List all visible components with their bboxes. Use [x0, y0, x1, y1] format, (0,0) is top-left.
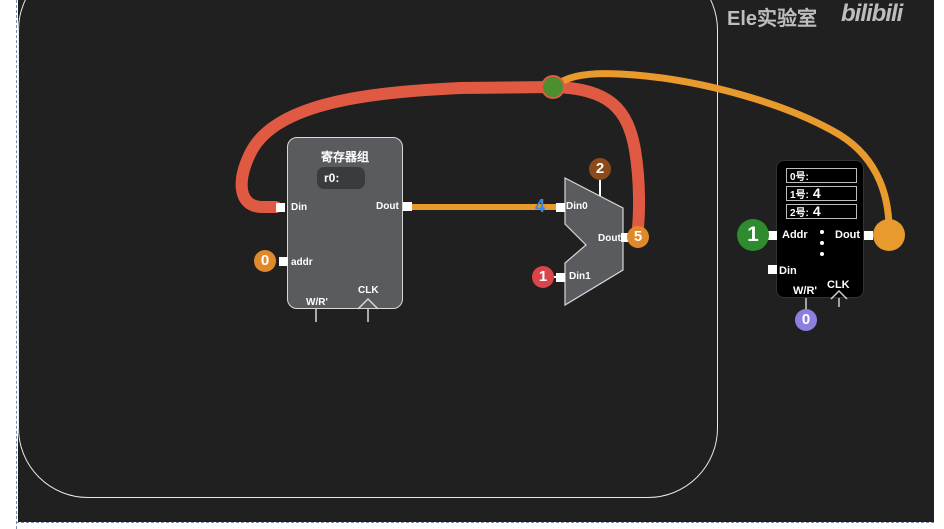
- channel-watermark: Ele实验室: [727, 8, 818, 30]
- memory-row-0: 0号:: [786, 168, 857, 183]
- mem-addr-pin[interactable]: [768, 231, 777, 240]
- reg-dout-label: Dout: [376, 201, 399, 212]
- reg-wr-label: W/R': [306, 297, 328, 308]
- memory-row-value: 4: [812, 203, 821, 219]
- mux-din1-value[interactable]: 1: [532, 266, 554, 288]
- mem-wr-label: W/R': [793, 285, 817, 297]
- mem-out-terminal[interactable]: [873, 219, 905, 251]
- wire-memory-out: [549, 70, 893, 239]
- mem-din-label: Din: [779, 265, 797, 277]
- reg-din-pin[interactable]: [276, 203, 285, 212]
- mem-addr-label: Addr: [782, 229, 808, 241]
- memory-row-label: 2号:: [790, 208, 809, 219]
- memory-row-2: 2号:4: [786, 204, 857, 219]
- mux-select-value[interactable]: 2: [589, 158, 611, 180]
- cpu-frame: [18, 0, 718, 498]
- ellipsis-dots-icon: [820, 230, 824, 256]
- memory-unit[interactable]: 0号: 1号:4 2号:4 Addr Dout Din W/R' CLK: [776, 160, 864, 298]
- junction-node: [541, 75, 565, 99]
- reg-clk-edge-icon: [357, 297, 379, 310]
- memory-row-label: 1号:: [790, 190, 809, 201]
- register-file-title: 寄存器组: [320, 150, 369, 164]
- memory-row-label: 0号:: [790, 172, 809, 183]
- mem-clk-edge-icon: [830, 289, 848, 300]
- reg-addr-value[interactable]: 0: [254, 250, 276, 272]
- mem-din-pin[interactable]: [768, 265, 777, 274]
- mux-din0-value: 4: [535, 196, 546, 216]
- reg-addr-pin[interactable]: [279, 257, 288, 266]
- reg-din-label: Din: [291, 202, 308, 213]
- mux-din1-pin[interactable]: [556, 273, 565, 282]
- mem-addr-value[interactable]: 1: [737, 219, 769, 251]
- selection-guide-bottom: [16, 522, 934, 523]
- mux-dout-value: 5: [627, 226, 649, 248]
- mux-din0-pin[interactable]: [556, 203, 565, 212]
- mux-body[interactable]: [564, 177, 624, 307]
- mem-clk-label: CLK: [827, 279, 850, 291]
- reg-dout-pin[interactable]: [403, 202, 412, 211]
- register-file[interactable]: 寄存器组 r0: Din Dout addr W/R' CLK: [287, 137, 403, 310]
- memory-row-1: 1号:4: [786, 186, 857, 201]
- bilibili-logo: bilibili: [841, 0, 903, 27]
- memory-row-value: 4: [812, 185, 821, 201]
- register-r0: r0:: [317, 167, 365, 189]
- mux-din1-label: Din1: [569, 271, 591, 282]
- mux-dout-pin[interactable]: [621, 233, 630, 242]
- mux-din0-label: Din0: [566, 201, 588, 212]
- reg-addr-label: addr: [291, 257, 313, 268]
- mem-dout-pin[interactable]: [864, 231, 873, 240]
- mux-dout-label: Dout: [598, 233, 621, 244]
- reg-clk-label: CLK: [358, 285, 379, 296]
- mem-wr-value[interactable]: 0: [795, 309, 817, 331]
- mem-dout-label: Dout: [835, 229, 861, 241]
- selection-guide-left: [16, 0, 17, 529]
- wire-feedback-red: [235, 80, 646, 242]
